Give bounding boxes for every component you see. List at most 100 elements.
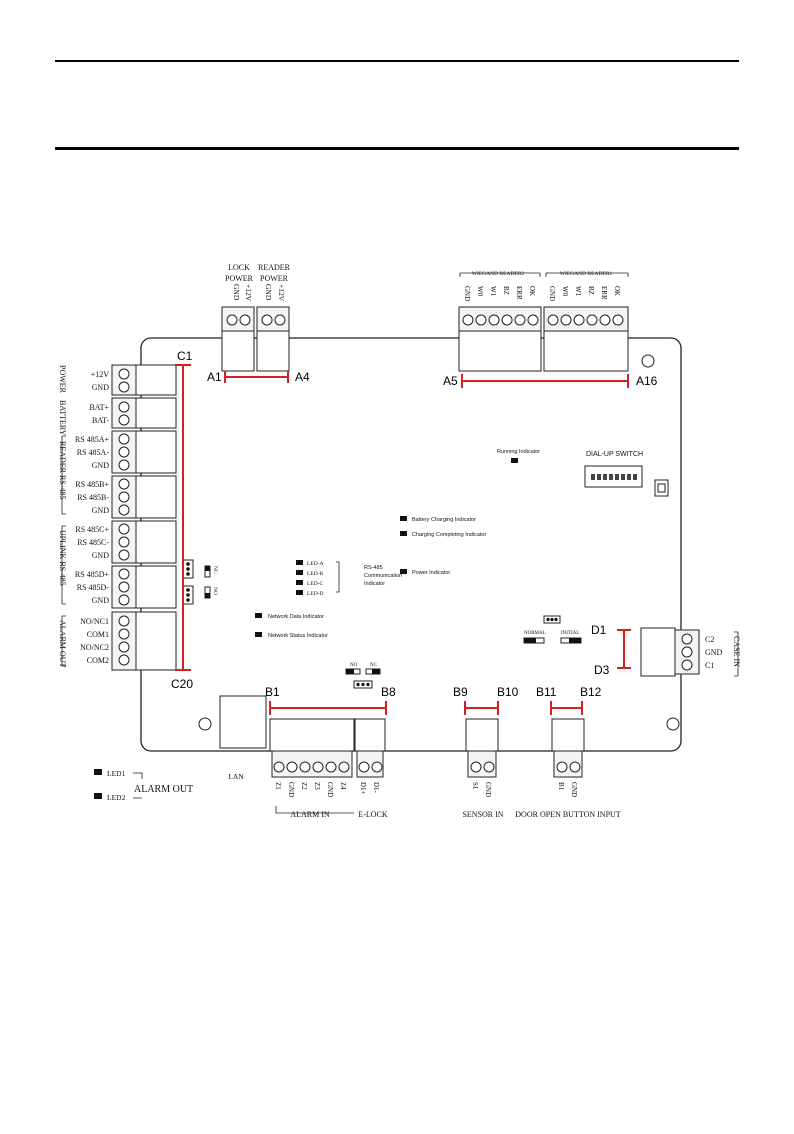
case-in-connector: C2 GND C1 CASE IN: [640, 627, 741, 677]
svg-text:GND: GND: [92, 383, 110, 392]
svg-text:GND: GND: [92, 596, 110, 605]
screw-terminal: [681, 646, 693, 658]
svg-text:BAT+: BAT+: [89, 403, 109, 412]
uplink-rs485-title: UPLINK RS-485: [58, 530, 67, 586]
svg-text:W0: W0: [561, 286, 569, 297]
svg-text:Z2: Z2: [300, 782, 308, 790]
reader-power-title-2: POWER: [260, 274, 289, 283]
svg-text:LED-D: LED-D: [307, 591, 324, 597]
svg-text:RS 485D+: RS 485D+: [75, 570, 110, 579]
svg-text:Running Indicator: Running Indicator: [497, 449, 540, 455]
header-bottom-rule: [55, 147, 739, 150]
alarm-out-leds: LED1 LED2 ALARM OUT: [94, 769, 193, 802]
svg-text:RS 485B-: RS 485B-: [77, 493, 109, 502]
svg-text:W1: W1: [489, 286, 497, 297]
screw-terminal: [118, 549, 130, 561]
svg-text:NORMAL: NORMAL: [524, 631, 546, 636]
svg-text:BZ: BZ: [502, 286, 510, 295]
led-icon: [296, 580, 303, 585]
svg-text:C2: C2: [705, 635, 714, 644]
sensor-in-connector: S1 GND SENSOR IN: [462, 718, 504, 819]
e-lock-connector: D1+ D1- E-LOCK: [354, 718, 388, 819]
screw-terminal: [118, 581, 130, 593]
alarm-in-connector: Z1 GND Z2 Z3 GND Z4 ALARM IN: [269, 718, 355, 819]
svg-text:B9: B9: [453, 685, 468, 699]
alarm-out-title: ALARM OUT: [58, 620, 67, 667]
screw-terminal: [475, 314, 487, 326]
svg-text:A1: A1: [207, 370, 222, 384]
led-icon: [255, 632, 262, 637]
screw-terminal: [118, 491, 130, 503]
svg-text:A5: A5: [443, 374, 458, 388]
svg-text:B12: B12: [580, 685, 602, 699]
svg-text:B11: B11: [536, 685, 557, 699]
screw-terminal: [274, 314, 286, 326]
svg-text:LED-A: LED-A: [307, 561, 324, 567]
svg-text:RS 485D-: RS 485D-: [77, 583, 110, 592]
svg-text:B8: B8: [381, 685, 396, 699]
screw-terminal: [118, 615, 130, 627]
screw-terminal: [325, 761, 337, 773]
svg-text:Network Status Indicator: Network Status Indicator: [268, 633, 328, 639]
svg-text:W1: W1: [574, 286, 582, 297]
screw-terminal: [527, 314, 539, 326]
lock-power-pin: +12V: [244, 284, 253, 302]
svg-text:LED2: LED2: [107, 793, 126, 802]
left-connector-column: +12V GND POWER BAT+ BAT- BATTERY RS 485A…: [58, 364, 177, 671]
screw-terminal: [118, 536, 130, 548]
svg-text:A4: A4: [295, 370, 310, 384]
svg-text:BAT-: BAT-: [92, 416, 109, 425]
wiegand-reader2-connector: WIEGAND READER2 GND W0 W1 BZ ERR OK: [458, 271, 542, 372]
svg-text:LED-B: LED-B: [307, 571, 324, 577]
led-icon: [400, 531, 407, 536]
screw-terminal: [462, 314, 474, 326]
svg-text:S1: S1: [471, 782, 479, 790]
screw-terminal: [547, 314, 559, 326]
svg-text:NO: NO: [350, 663, 358, 668]
screw-terminal: [358, 761, 370, 773]
svg-text:NC: NC: [212, 566, 218, 574]
jumpers: NC NO NORMAL INITIAL NO NC: [182, 559, 582, 689]
svg-text:D1-: D1-: [372, 782, 380, 794]
screw-terminal: [118, 628, 130, 640]
led-icon: [400, 569, 407, 574]
svg-text:B1: B1: [557, 782, 565, 791]
svg-text:BZ: BZ: [587, 286, 595, 295]
screw-terminal: [273, 761, 285, 773]
svg-text:RS-485: RS-485: [364, 565, 383, 571]
alarm-in-title: ALARM IN: [290, 810, 330, 819]
svg-text:ERR: ERR: [600, 286, 608, 300]
reader-power-connector: READER POWER GND +12V: [256, 263, 291, 372]
screw-terminal: [226, 314, 238, 326]
screw-terminal: [488, 314, 500, 326]
svg-text:OK: OK: [613, 286, 621, 296]
reader-power-title-1: READER: [258, 263, 291, 272]
svg-text:D3: D3: [594, 663, 610, 677]
svg-text:COM2: COM2: [87, 656, 109, 665]
screw-terminal: [118, 414, 130, 426]
svg-text:GND: GND: [484, 782, 492, 797]
svg-text:RS 485C+: RS 485C+: [75, 525, 109, 534]
svg-text:NC: NC: [370, 663, 378, 668]
svg-text:GND: GND: [287, 782, 295, 797]
lock-power-title-2: POWER: [225, 274, 254, 283]
screw-terminal: [118, 368, 130, 380]
dial-up-switch: DIAL-UP SWITCH: [584, 451, 669, 497]
screw-terminal: [612, 314, 624, 326]
mount-hole: [666, 717, 680, 731]
mount-hole: [641, 354, 655, 368]
mount-hole: [198, 717, 212, 731]
power-group-title: POWER: [58, 365, 67, 394]
svg-text:C1: C1: [177, 349, 193, 363]
svg-text:B10: B10: [497, 685, 519, 699]
reader-power-pin: +12V: [277, 284, 286, 302]
screw-terminal: [118, 641, 130, 653]
screw-terminal: [286, 761, 298, 773]
svg-text:Communication: Communication: [364, 573, 402, 579]
lan-port: LAN: [219, 695, 267, 781]
callout-markers: [175, 364, 631, 715]
screw-terminal: [501, 314, 513, 326]
screw-terminal: [470, 761, 482, 773]
lan-label: LAN: [228, 772, 244, 781]
svg-text:LED1: LED1: [107, 769, 126, 778]
